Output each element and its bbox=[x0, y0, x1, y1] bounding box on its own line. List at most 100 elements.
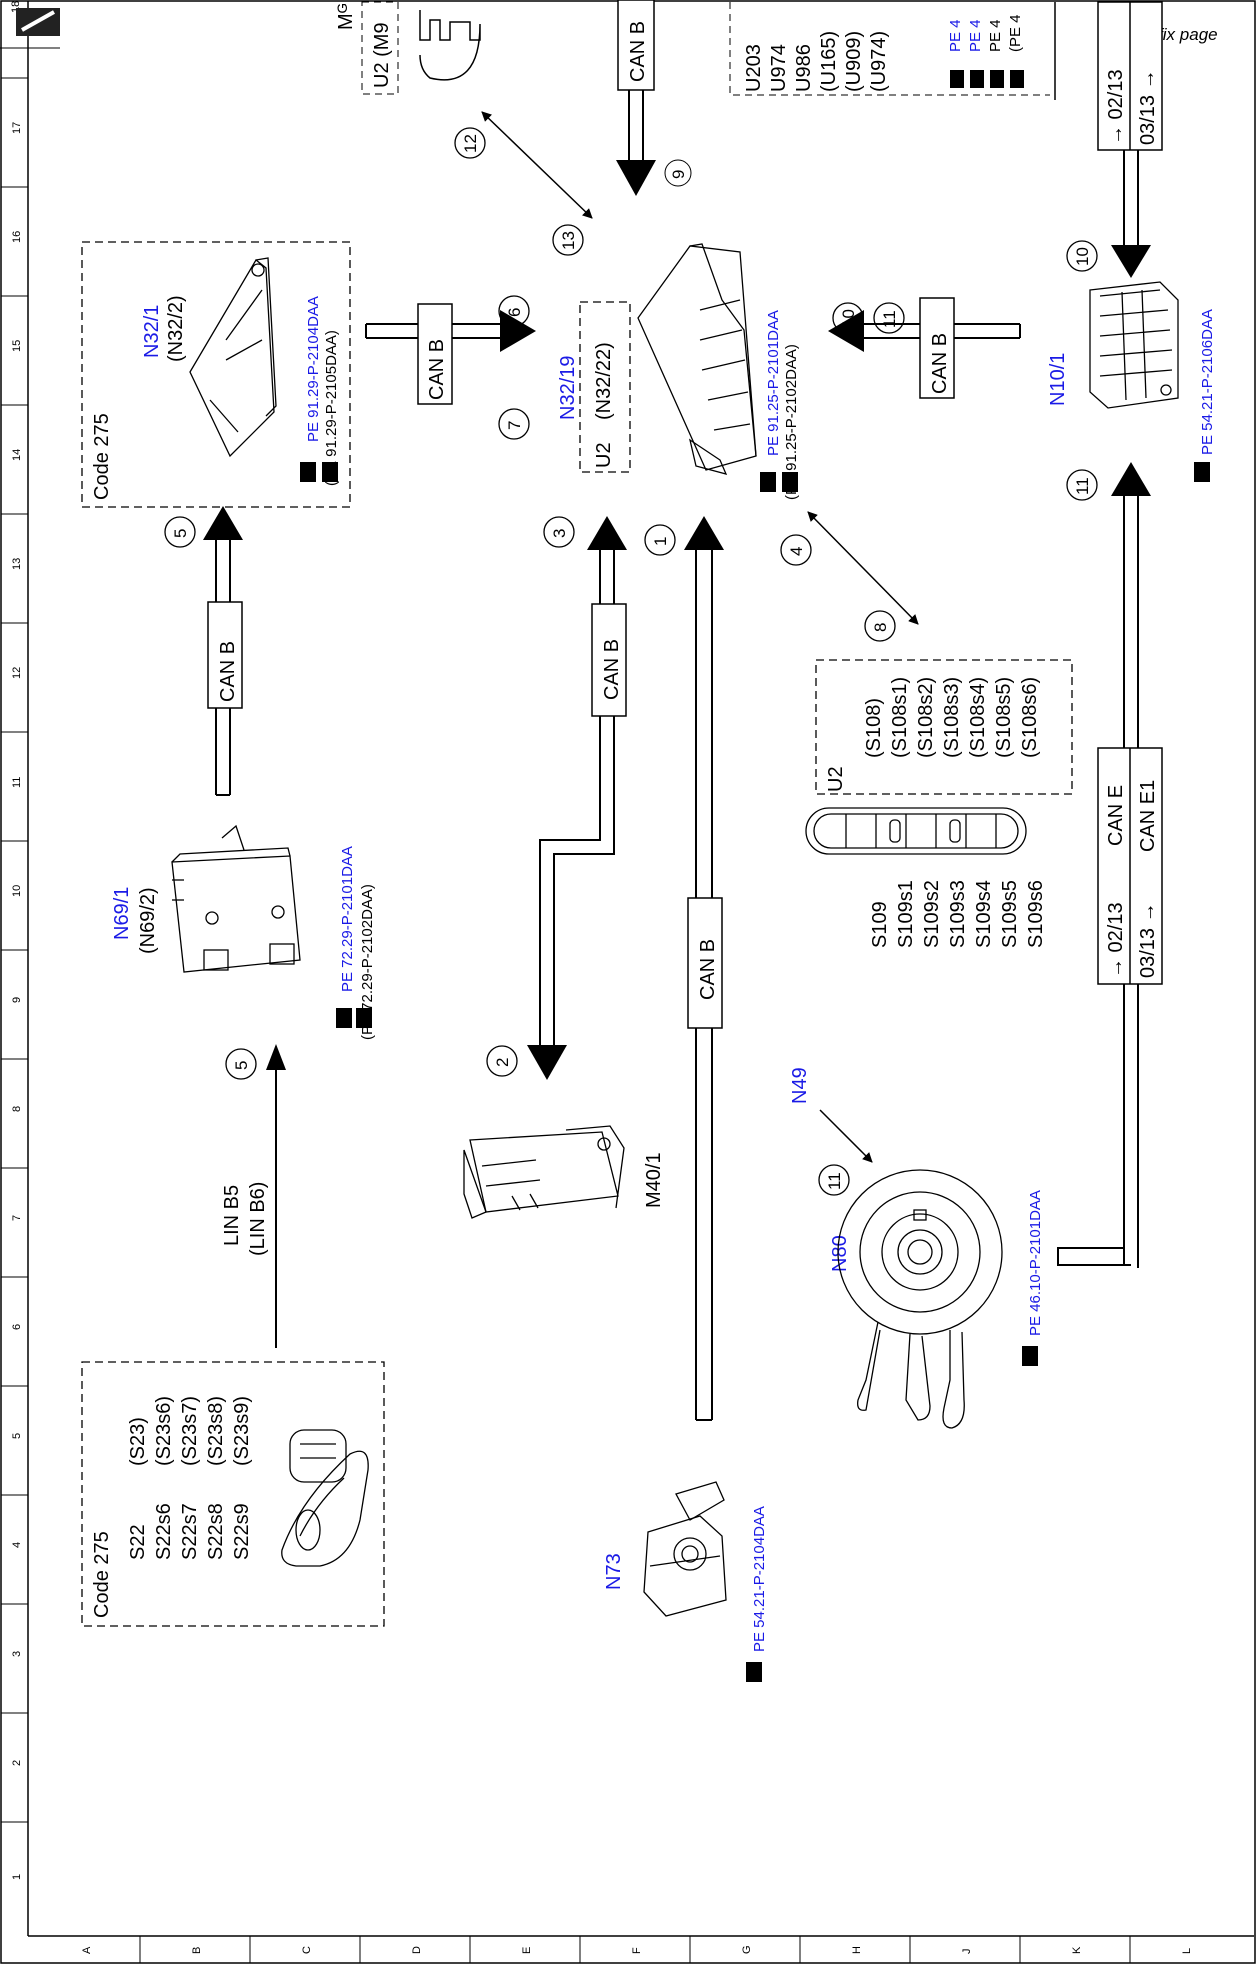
circle-markers bbox=[164, 127, 1098, 1196]
ruler-label: G bbox=[741, 1945, 753, 1954]
ruler-label: 8 bbox=[11, 1106, 23, 1112]
circle-marker-labels: 12 13 6 7 10 11 10 11 5 3 1 4 8 2 5 11 bbox=[171, 134, 1092, 1190]
ruler-label: D bbox=[411, 1946, 423, 1954]
ruler-label: 7 bbox=[11, 1215, 23, 1221]
hand-icon bbox=[746, 1662, 762, 1682]
ruler-label: 4 bbox=[11, 1542, 23, 1548]
n73-ref-link: PE 54.21-P-2104DAA bbox=[751, 1506, 768, 1652]
marker-9-label: 9 bbox=[669, 170, 688, 179]
n32-1-block: Code 275 N32/1 (N32/2) PE 91.29-P-2104DA… bbox=[81, 241, 351, 508]
svg-text:(S108s5): (S108s5) bbox=[993, 677, 1015, 758]
svg-text:(S23s8): (S23s8) bbox=[205, 1396, 227, 1466]
side-ruler bbox=[1, 77, 28, 1823]
ruler-label: 16 bbox=[11, 231, 23, 243]
m40-1-label: M40/1 bbox=[643, 1152, 665, 1208]
n49-label: N49 bbox=[789, 1067, 811, 1104]
corner-logo-icon bbox=[0, 8, 60, 49]
fuse-box-icon bbox=[1089, 281, 1179, 409]
ref-link: PE 4 bbox=[967, 19, 984, 52]
ruler-label: L bbox=[1181, 1948, 1193, 1954]
top-left-partial: U2 (M9 Mᴳ bbox=[335, 1, 481, 95]
svg-text:11: 11 bbox=[825, 1172, 844, 1190]
svg-text:5: 5 bbox=[171, 529, 190, 538]
code-label: U986 bbox=[793, 44, 815, 92]
n73-label: N73 bbox=[603, 1553, 625, 1590]
ruler-label: 1 bbox=[11, 1874, 23, 1880]
n32-19-ref2-link: (PE 91.25-P-2102DAA) bbox=[783, 344, 800, 500]
svg-text:11: 11 bbox=[880, 310, 899, 328]
svg-text:S22: S22 bbox=[127, 1524, 149, 1560]
lin-b6-label: (LIN B6) bbox=[247, 1182, 269, 1256]
svg-text:CAN B: CAN B bbox=[929, 333, 951, 394]
bus-can-b-left: CAN B bbox=[203, 506, 243, 796]
motor-icon bbox=[463, 1125, 625, 1219]
svg-text:S109s6: S109s6 bbox=[1025, 880, 1047, 948]
hand-icon bbox=[1022, 1346, 1038, 1366]
ruler-label: 11 bbox=[11, 777, 23, 788]
partial-m-label: Mᴳ bbox=[335, 3, 357, 30]
svg-text:CAN B: CAN B bbox=[601, 639, 623, 700]
ruler-label: 2 bbox=[11, 1760, 23, 1766]
code-label: U203 bbox=[743, 44, 765, 92]
marker-9 bbox=[664, 159, 692, 187]
code-label: (U909) bbox=[843, 31, 865, 92]
n10-1-ref-link: PE 54.21-P-2106DAA bbox=[1199, 309, 1216, 455]
switch-panel-icon bbox=[805, 807, 1027, 855]
steering-column-icon bbox=[837, 1169, 1003, 1429]
svg-text:CAN B: CAN B bbox=[217, 641, 239, 702]
bus-can-e: → 02/13 03/13 → CAN E CAN E1 bbox=[1057, 462, 1163, 1268]
s22-switch-group: Code 275 S22 S22s6 S22s7 S22s8 S22s9 (S2… bbox=[81, 1361, 385, 1627]
ruler-label: 10 bbox=[11, 885, 23, 897]
svg-text:5: 5 bbox=[232, 1061, 251, 1070]
ruler-label: 13 bbox=[11, 558, 23, 570]
hand-icon bbox=[760, 472, 798, 492]
bus-can-b-top: CAN B bbox=[616, 0, 656, 196]
n80-ref-link: PE 46.10-P-2101DAA bbox=[1027, 1190, 1044, 1336]
seat-switch-icon bbox=[281, 1429, 369, 1567]
ruler-label: 15 bbox=[11, 340, 23, 352]
svg-text:(S108): (S108) bbox=[863, 698, 885, 758]
lin-bus: LIN B5 (LIN B6) bbox=[221, 1044, 286, 1348]
ruler-label: C bbox=[301, 1946, 313, 1954]
bottom-ruler-labels: A B C D E F G H J K L bbox=[81, 1945, 1193, 1954]
svg-text:→ 02/13: → 02/13 bbox=[1105, 902, 1127, 978]
n32-19-block: U2 (N32/22) N32/19 PE 91.25-P-2101DAA (P… bbox=[557, 243, 800, 500]
u2-switch-group: U2 (S108) (S108s1) (S108s2) (S108s3) (S1… bbox=[805, 659, 1073, 948]
code-label: (U165) bbox=[818, 31, 840, 92]
svg-text:3: 3 bbox=[550, 529, 569, 538]
ruler-label: F bbox=[631, 1947, 643, 1954]
ruler-label: 9 bbox=[11, 997, 23, 1003]
svg-text:(S23s7): (S23s7) bbox=[179, 1396, 201, 1466]
svg-text:(N32/22): (N32/22) bbox=[593, 342, 615, 420]
svg-text:CAN B: CAN B bbox=[426, 339, 448, 400]
svg-text:10: 10 bbox=[1073, 247, 1092, 266]
bottom-ruler bbox=[139, 1936, 1131, 1963]
n10-1-label: N10/1 bbox=[1047, 353, 1069, 406]
hand-icon bbox=[950, 70, 1024, 88]
svg-text:S109: S109 bbox=[869, 901, 891, 948]
ruler-label: B bbox=[191, 1947, 203, 1954]
code-label: (U974) bbox=[868, 31, 890, 92]
svg-text:(N32/2): (N32/2) bbox=[165, 295, 187, 362]
n80-block: N49 N80 PE 46.10-P-2101DAA bbox=[789, 1067, 1044, 1429]
ruler-label: J bbox=[961, 1949, 973, 1955]
svg-text:(S108s6): (S108s6) bbox=[1019, 677, 1041, 758]
ruler-label: E bbox=[521, 1947, 533, 1954]
svg-text:S22s9: S22s9 bbox=[231, 1503, 253, 1560]
svg-text:S109s1: S109s1 bbox=[895, 880, 917, 948]
ruler-label: 12 bbox=[11, 667, 23, 679]
n10-1-block: N10/1 PE 54.21-P-2106DAA bbox=[1047, 281, 1216, 482]
ruler-label: 5 bbox=[11, 1433, 23, 1439]
svg-text:CAN E1: CAN E1 bbox=[1137, 780, 1159, 852]
svg-text:CAN B: CAN B bbox=[627, 21, 649, 82]
arrow-4-8 bbox=[807, 511, 919, 625]
n73-block: N73 PE 54.21-P-2104DAA bbox=[603, 1481, 768, 1682]
svg-text:U2: U2 bbox=[593, 442, 615, 468]
bus-can-b-right: CAN B bbox=[828, 297, 1021, 399]
svg-text:(S108s3): (S108s3) bbox=[941, 677, 963, 758]
svg-text:S22s8: S22s8 bbox=[205, 1503, 227, 1560]
svg-text:(S108s4): (S108s4) bbox=[967, 677, 989, 758]
ruler-label: 14 bbox=[11, 449, 23, 461]
